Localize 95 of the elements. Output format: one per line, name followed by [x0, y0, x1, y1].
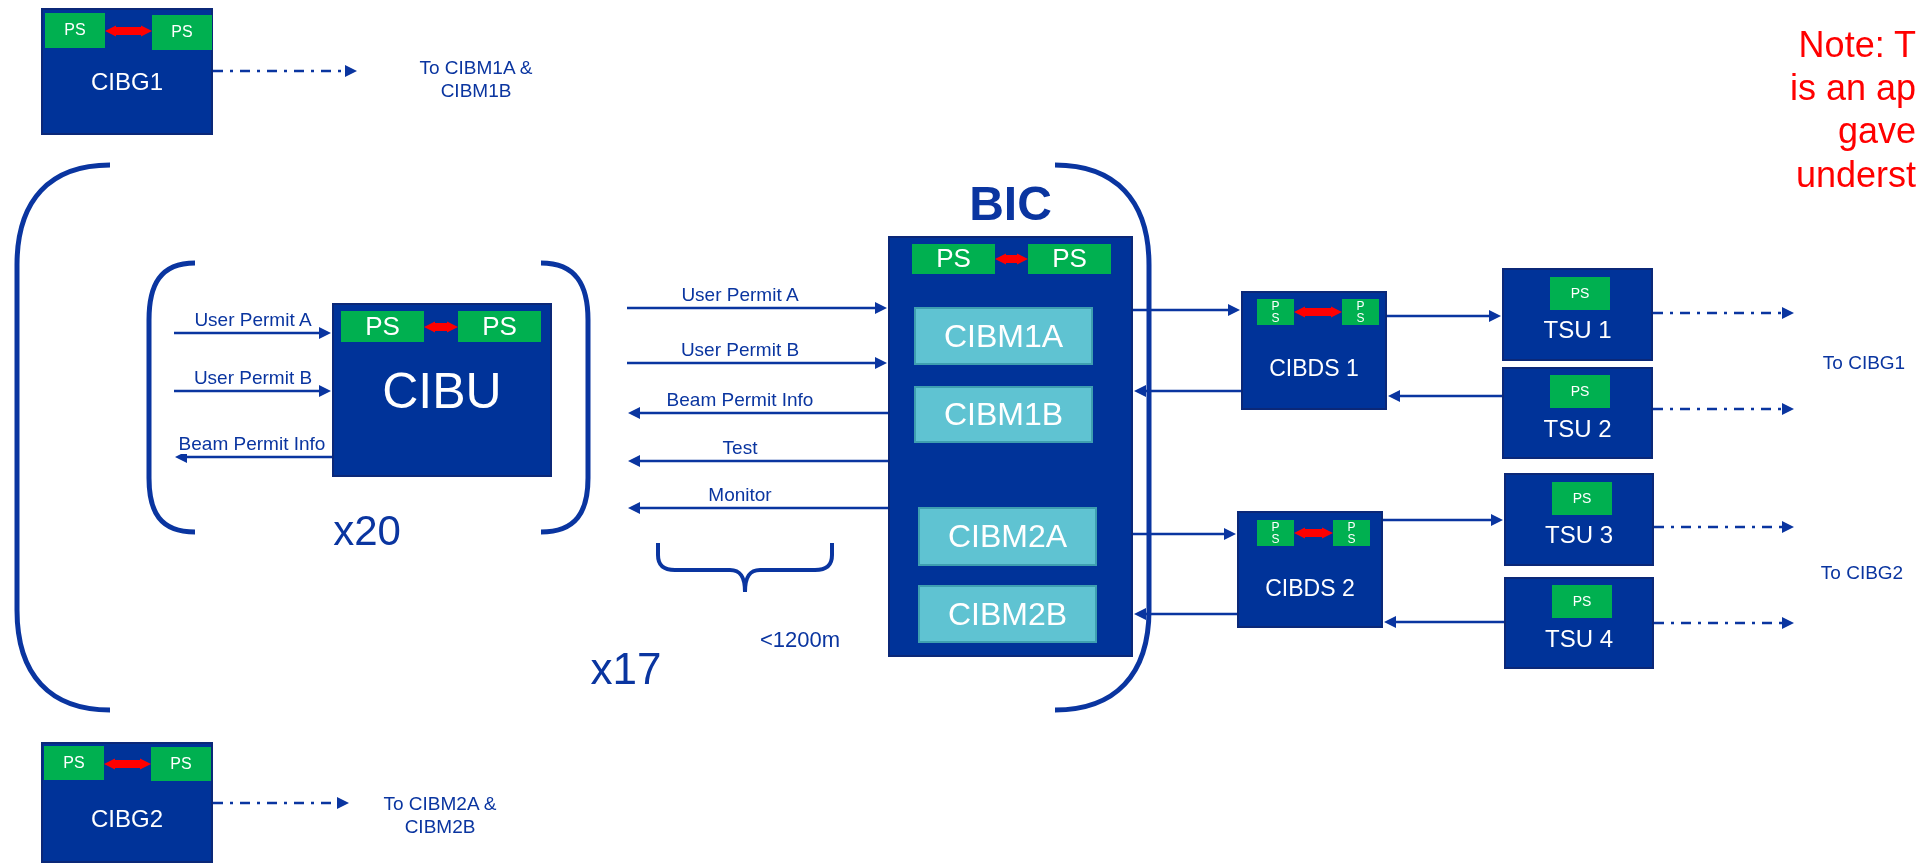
arrow	[1384, 616, 1504, 628]
text-label: To CIBM1A & CIBM1B	[418, 57, 534, 103]
dashed-arrow	[1653, 307, 1794, 319]
module-box	[918, 585, 1097, 643]
unit-box	[1241, 291, 1387, 410]
power-supply-box	[44, 746, 104, 780]
node-label: CIBM2A	[947, 518, 1068, 555]
node-label: PS	[1570, 383, 1590, 400]
edge-label: Beam Permit Info	[177, 434, 327, 454]
dashed-arrow	[1653, 403, 1794, 415]
power-supply-box	[1257, 520, 1294, 546]
unit-box	[332, 303, 552, 477]
double-arrow	[105, 25, 152, 37]
unit-box	[1502, 268, 1653, 361]
dashed-arrow	[213, 797, 349, 809]
unit-box	[41, 8, 213, 135]
power-supply-box	[341, 311, 424, 342]
node-label: CIBM2B	[947, 595, 1068, 633]
double-arrow	[424, 321, 458, 333]
arrow	[627, 357, 887, 369]
module-box	[918, 507, 1097, 566]
power-supply-box	[1550, 375, 1610, 408]
dashed-arrow	[1654, 521, 1794, 533]
node-label: PS	[1052, 244, 1087, 274]
module-box	[914, 386, 1093, 443]
double-arrow	[104, 758, 151, 770]
node-label: CIBG1	[91, 68, 163, 96]
node-label: TSU 3	[1545, 521, 1613, 549]
arrow	[174, 327, 331, 339]
node-label: CIBM1B	[943, 396, 1064, 433]
text-label: <1200m	[759, 626, 841, 654]
node-label: PS	[170, 754, 192, 774]
double-arrow	[1294, 306, 1342, 318]
double-arrow	[995, 253, 1028, 265]
power-supply-box	[1028, 244, 1111, 274]
arrow	[628, 502, 888, 514]
module-box	[914, 307, 1093, 365]
arrow	[1387, 310, 1501, 322]
double-arrow	[1294, 527, 1333, 539]
node-label: PS	[1572, 593, 1592, 610]
power-supply-box	[1550, 277, 1610, 310]
arrow	[1133, 528, 1236, 540]
node-label: TSU 2	[1543, 415, 1612, 443]
power-supply-box	[1257, 299, 1294, 325]
unit-box	[1504, 577, 1654, 669]
node-label: CIBM1A	[943, 317, 1064, 355]
text-label: To CIBM2A & CIBM2B	[382, 793, 498, 839]
node-label: PS	[1355, 300, 1366, 324]
dashed-arrow	[1654, 617, 1794, 629]
node-label: PS	[1572, 490, 1592, 507]
arrow	[1133, 304, 1240, 316]
power-supply-box	[1552, 585, 1612, 618]
unit-box	[1502, 367, 1653, 459]
node-label: TSU 4	[1545, 625, 1613, 653]
unit-box	[41, 742, 213, 863]
text-label: To CIBG1	[1822, 351, 1906, 375]
node-label: PS	[936, 244, 971, 274]
arrow	[627, 302, 887, 314]
arrow	[1383, 514, 1503, 526]
node-label: CIBDS 1	[1269, 355, 1359, 382]
power-supply-box	[458, 311, 541, 342]
heading: BIC	[968, 176, 1053, 232]
node-label: PS	[1270, 300, 1281, 324]
node-label: CIBDS 2	[1265, 575, 1355, 602]
power-supply-box	[1342, 299, 1379, 325]
node-label: CIBU	[382, 363, 502, 421]
arrow	[1134, 385, 1241, 397]
note-text: Note: T is an ap gave underst	[1788, 23, 1916, 196]
arrow	[174, 385, 331, 397]
node-label: PS	[64, 21, 86, 40]
node-label: PS	[1570, 285, 1590, 302]
power-supply-box	[1552, 482, 1612, 515]
text-label: x17	[590, 642, 662, 695]
arrow	[628, 407, 888, 419]
node-label: PS	[365, 311, 400, 342]
power-supply-box	[151, 747, 211, 781]
node-label: PS	[1270, 521, 1281, 545]
power-supply-box	[152, 15, 212, 50]
dashed-arrow	[213, 65, 357, 77]
text-label: x20	[333, 505, 401, 556]
power-supply-box	[1333, 520, 1370, 546]
arrow	[1388, 390, 1502, 402]
unit-box	[1237, 511, 1383, 628]
text-label: To CIBG2	[1820, 561, 1904, 585]
node-label: PS	[482, 311, 517, 342]
arrow	[1134, 608, 1237, 620]
node-label: CIBG2	[91, 805, 163, 833]
node-label: PS	[63, 753, 85, 773]
node-label: PS	[171, 23, 193, 42]
power-supply-box	[912, 244, 995, 274]
unit-box	[1504, 473, 1654, 566]
node-label: PS	[1346, 521, 1357, 545]
node-label: TSU 1	[1543, 316, 1612, 344]
power-supply-box	[45, 13, 105, 48]
arrow	[628, 455, 888, 467]
